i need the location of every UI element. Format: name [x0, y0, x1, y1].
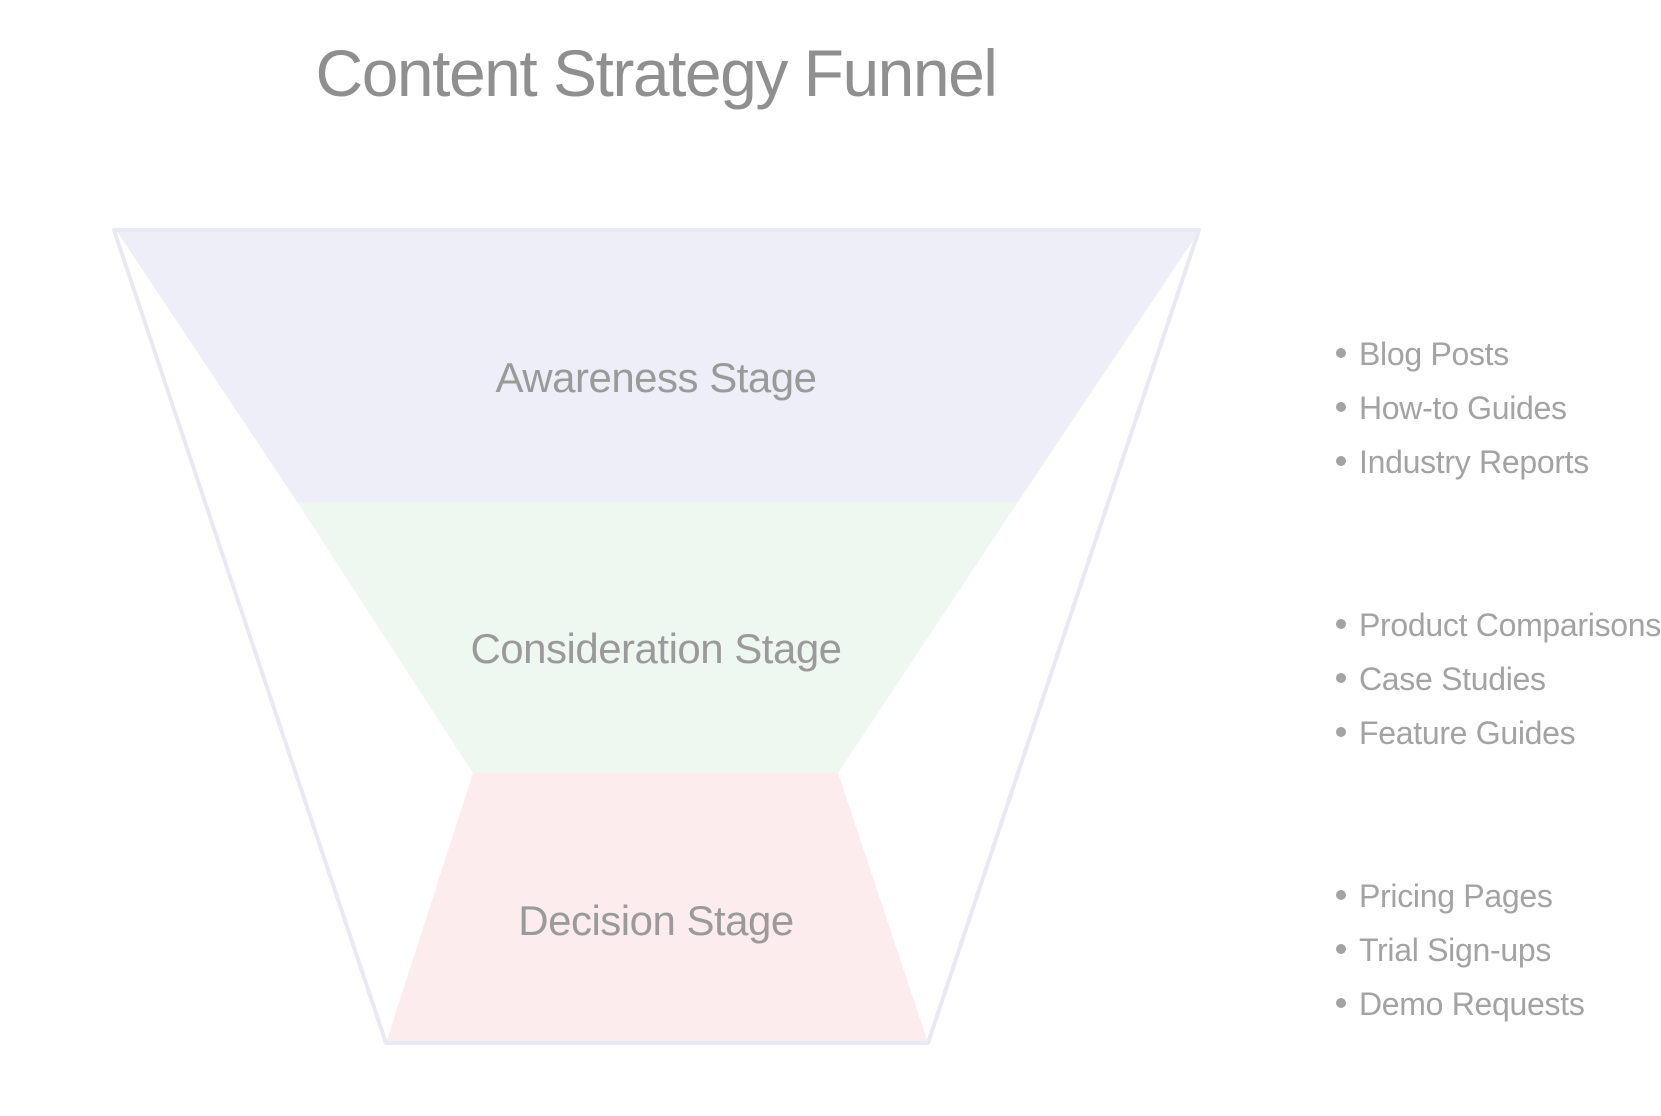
awareness-content-list: Blog Posts How-to Guides Industry Report…	[1336, 336, 1589, 480]
bullet-dot	[1336, 456, 1346, 466]
list-item: Demo Requests	[1359, 986, 1585, 1022]
stage-label-awareness: Awareness Stage	[496, 354, 817, 401]
list-item: Pricing Pages	[1359, 878, 1553, 914]
list-item: Product Comparisons	[1359, 607, 1661, 643]
awareness-stage-band	[116, 230, 1200, 502]
consideration-stage-band	[297, 502, 1018, 773]
stage-label-consideration: Consideration Stage	[470, 625, 841, 672]
bullet-dot	[1336, 998, 1346, 1008]
diagram-title: Content Strategy Funnel	[316, 36, 997, 110]
list-item: How-to Guides	[1359, 390, 1567, 426]
list-item: Case Studies	[1359, 661, 1546, 697]
bullet-dot	[1336, 402, 1346, 412]
list-item: Trial Sign-ups	[1359, 932, 1551, 968]
list-item: Blog Posts	[1359, 336, 1509, 372]
list-item: Industry Reports	[1359, 444, 1589, 480]
bullet-dot	[1336, 673, 1346, 683]
funnel-outline	[112, 228, 1201, 1045]
bullet-dot	[1336, 727, 1346, 737]
consideration-content-list: Product Comparisons Case Studies Feature…	[1336, 607, 1661, 751]
bullet-dot	[1336, 619, 1346, 629]
bullet-dot	[1336, 348, 1346, 358]
bullet-dot	[1336, 890, 1346, 900]
bullet-dot	[1336, 944, 1346, 954]
decision-content-list: Pricing Pages Trial Sign-ups Demo Reques…	[1336, 878, 1585, 1022]
list-item: Feature Guides	[1359, 715, 1575, 751]
stage-label-decision: Decision Stage	[518, 897, 794, 944]
decision-stage-band	[386, 773, 928, 1043]
